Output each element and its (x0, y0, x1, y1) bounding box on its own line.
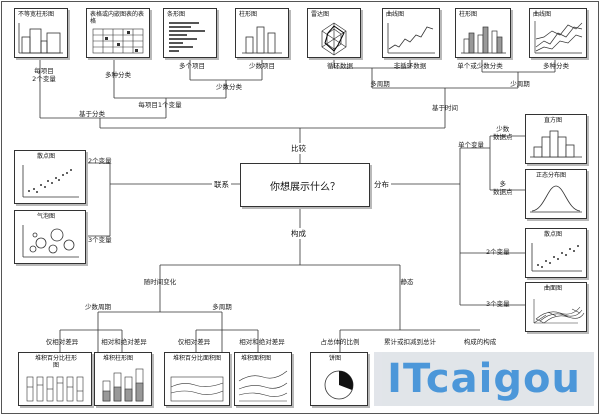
center-question-box: 你想展示什么？ (240, 163, 370, 207)
branch-composition: 构成 (289, 228, 308, 239)
chart-card-title: 柱形图 (239, 11, 258, 18)
chart-card-title: 堆积百分比面积图 (173, 355, 222, 362)
stacked-percent-area-icon (170, 376, 224, 402)
label-few-periods: 少周期 (510, 80, 530, 88)
label-few-items: 少数项目 (249, 62, 275, 70)
watermark-logo: ITcaigou (374, 352, 594, 406)
chart-card-normal-dist: 正态分布图 (525, 169, 587, 219)
unequal-bar-icon (18, 23, 63, 54)
label-many-periods: 多周期 (370, 80, 390, 88)
chart-card-title: 直方图 (544, 117, 563, 124)
chart-card-histogram: 直方图 (525, 114, 587, 164)
chart-card-surface: 曲面图 (525, 282, 587, 332)
line-chart-icon (387, 23, 435, 54)
chart-card-line-2: 曲线图 (529, 8, 587, 58)
label-single-var: 单个变量 (458, 141, 484, 149)
chart-card-stacked-column: 堆积柱形图 (94, 352, 152, 406)
chart-card-title: 曲面图 (544, 285, 563, 292)
chart-card-title: 表格或内嵌图表的表格 (90, 11, 145, 25)
chart-card-stacked-pct-column: 堆积百分比柱形图 (18, 352, 92, 406)
table-grid-icon (92, 28, 144, 54)
label-relative-absolute-2: 相对和绝对差异 (239, 338, 285, 346)
label-right-three-vars: 3个变量 (486, 300, 510, 308)
label-relative-only-2: 仅相对差异 (177, 338, 211, 346)
chart-card-stacked-area: 堆积面积图 (234, 352, 292, 406)
label-three-vars: 3个变量 (88, 236, 112, 244)
chart-card-scatter-right: 散点图 (525, 228, 587, 278)
scatter-plot-icon (22, 165, 79, 198)
label-few-periods-bottom: 少数周期 (85, 303, 111, 311)
chart-card-title: 散点图 (544, 231, 563, 238)
label-by-category: 基于分类 (79, 110, 105, 118)
chart-card-title: 堆积柱形图 (103, 355, 134, 362)
stacked-column-icon (102, 368, 144, 402)
label-single-or-few: 单个或少数分类 (457, 62, 503, 70)
branch-distribution: 分布 (372, 179, 391, 190)
label-right-two-vars: 2个变量 (486, 248, 510, 256)
chart-card-title: 堆积百分比柱形图 (34, 355, 77, 369)
chart-card-scatter-left: 散点图 (14, 150, 86, 204)
chart-card-title: 条形图 (167, 11, 186, 18)
label-two-vars: 2个变量 (88, 157, 112, 165)
chart-card-title: 堆积面积图 (241, 355, 272, 362)
chart-card-stacked-pct-area: 堆积百分比面积图 (164, 352, 230, 406)
label-each-item-1var: 每项目1个变量 (138, 101, 182, 109)
watermark-text: ITcaigou (387, 356, 581, 402)
chart-card-pie: 饼图 (310, 352, 368, 406)
chart-card-column-2: 柱形图 (455, 8, 511, 58)
chart-card-column: 柱形图 (235, 8, 289, 58)
chart-card-radar: 雷达图 (307, 8, 361, 58)
label-non-cyclic: 非循环数据 (393, 62, 427, 70)
label-share-of-total: 占总体的比例 (320, 338, 360, 346)
chart-card-bar: 条形图 (163, 8, 217, 58)
bell-curve-icon (530, 185, 582, 213)
label-by-time: 基于时间 (432, 104, 458, 112)
label-multi-category: 多种分类 (105, 71, 131, 79)
label-cyclic: 循环数据 (327, 62, 353, 70)
surface-chart-icon (533, 299, 585, 324)
histogram-icon (530, 130, 582, 158)
chart-card-title: 散点图 (37, 153, 56, 160)
label-component-parts: 构成的构成 (463, 338, 497, 346)
label-accumulate: 累计或扣减到总计 (384, 338, 436, 346)
chart-card-bubble: 气泡图 (14, 210, 86, 264)
label-relative-absolute: 相对和绝对差异 (101, 338, 147, 346)
chart-card-title: 气泡图 (37, 213, 56, 220)
label-over-time: 随时间变化 (143, 278, 177, 286)
label-many-periods-bottom: 多周期 (212, 303, 232, 311)
chart-card-title: 曲线图 (386, 11, 405, 18)
label-multi-items: 多个项目 (179, 62, 205, 70)
chart-card-table-in-table: 表格或内嵌图表的表格 (86, 8, 150, 58)
label-few-points: 少数 数据点 (493, 125, 513, 141)
chart-card-unequal-bar: 不等宽柱形图 (14, 8, 68, 58)
pie-chart-icon (324, 370, 354, 400)
multi-line-chart-icon (534, 21, 583, 54)
chart-card-title: 柱形图 (459, 11, 478, 18)
horizontal-bar-icon (169, 22, 205, 52)
chart-card-title: 正态分布图 (536, 172, 567, 179)
label-few-category: 少数分类 (216, 83, 242, 91)
label-multi-category-2: 多种分类 (543, 62, 569, 70)
scatter-plot-icon (531, 243, 582, 272)
label-static: 静态 (400, 278, 414, 286)
stacked-percent-column-icon (26, 376, 84, 402)
label-each-item-2vars: 每项目 2个变量 (32, 67, 56, 83)
column-chart-icon (242, 26, 282, 54)
radar-chart-icon (321, 22, 347, 56)
chart-card-title: 雷达图 (311, 11, 330, 18)
chart-card-title: 饼图 (329, 355, 342, 362)
label-many-points: 多 数据点 (493, 180, 513, 196)
chart-card-title: 曲线图 (533, 11, 552, 18)
grouped-column-icon (461, 26, 506, 54)
chart-card-line: 曲线图 (382, 8, 440, 58)
label-relative-only: 仅相对差异 (45, 338, 79, 346)
chart-card-title: 不等宽柱形图 (18, 11, 55, 18)
branch-compare: 比较 (289, 143, 308, 154)
bubble-chart-icon (22, 225, 79, 258)
stacked-area-icon (238, 370, 288, 402)
branch-relation: 联系 (212, 179, 231, 190)
center-question: 你想展示什么？ (270, 181, 340, 193)
